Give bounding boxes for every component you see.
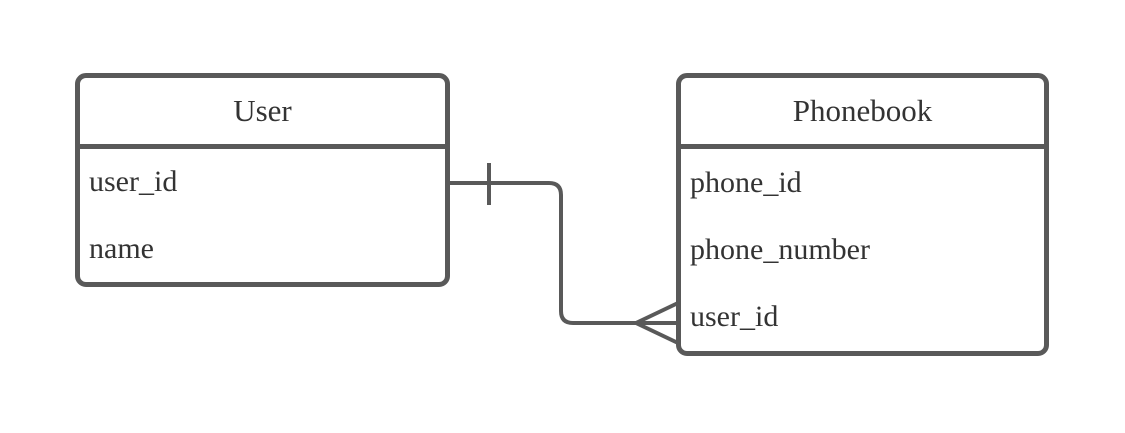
entity-user-attr-user_id: user_id xyxy=(89,165,178,199)
entity-user[interactable]: User user_id name xyxy=(75,73,450,287)
entity-phonebook-title: Phonebook xyxy=(681,78,1044,149)
entity-phonebook-attr-phone_id: phone_id xyxy=(690,165,802,199)
entity-phonebook-attr-phone_number: phone_number xyxy=(690,232,870,266)
entity-user-attr-name: name xyxy=(89,231,154,265)
entity-user-attribute-list: user_id name xyxy=(80,149,445,282)
relationship-line[interactable] xyxy=(450,181,636,325)
entity-user-title: User xyxy=(80,78,445,149)
entity-phonebook[interactable]: Phonebook phone_id phone_number user_id xyxy=(676,73,1049,356)
entity-phonebook-attribute-list: phone_id phone_number user_id xyxy=(681,149,1044,351)
cardinality-many-crowfoot-icon xyxy=(635,301,679,345)
entity-phonebook-attr-user_id: user_id xyxy=(690,300,779,334)
